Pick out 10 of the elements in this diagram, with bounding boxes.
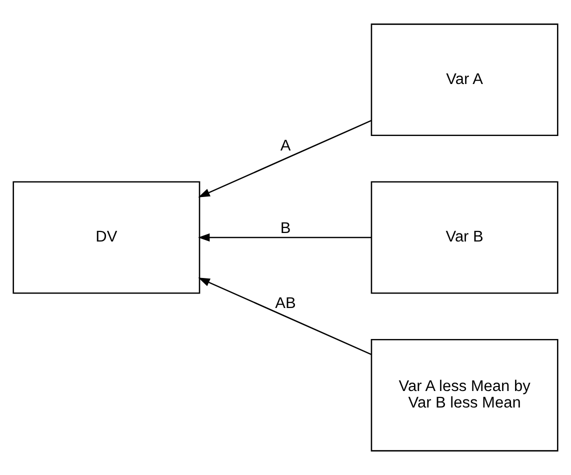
node-box: DV [12,181,200,294]
node-box: Var A [370,24,558,136]
node-box: Var B [370,181,558,294]
arrow [198,120,372,198]
edge-label: B [280,220,291,238]
edge-label: A [280,137,291,154]
arrow [198,233,372,242]
edge-label: AB [275,295,296,312]
arrow [198,278,372,355]
node-box: Var A less Mean by Var B less Mean [370,339,558,452]
